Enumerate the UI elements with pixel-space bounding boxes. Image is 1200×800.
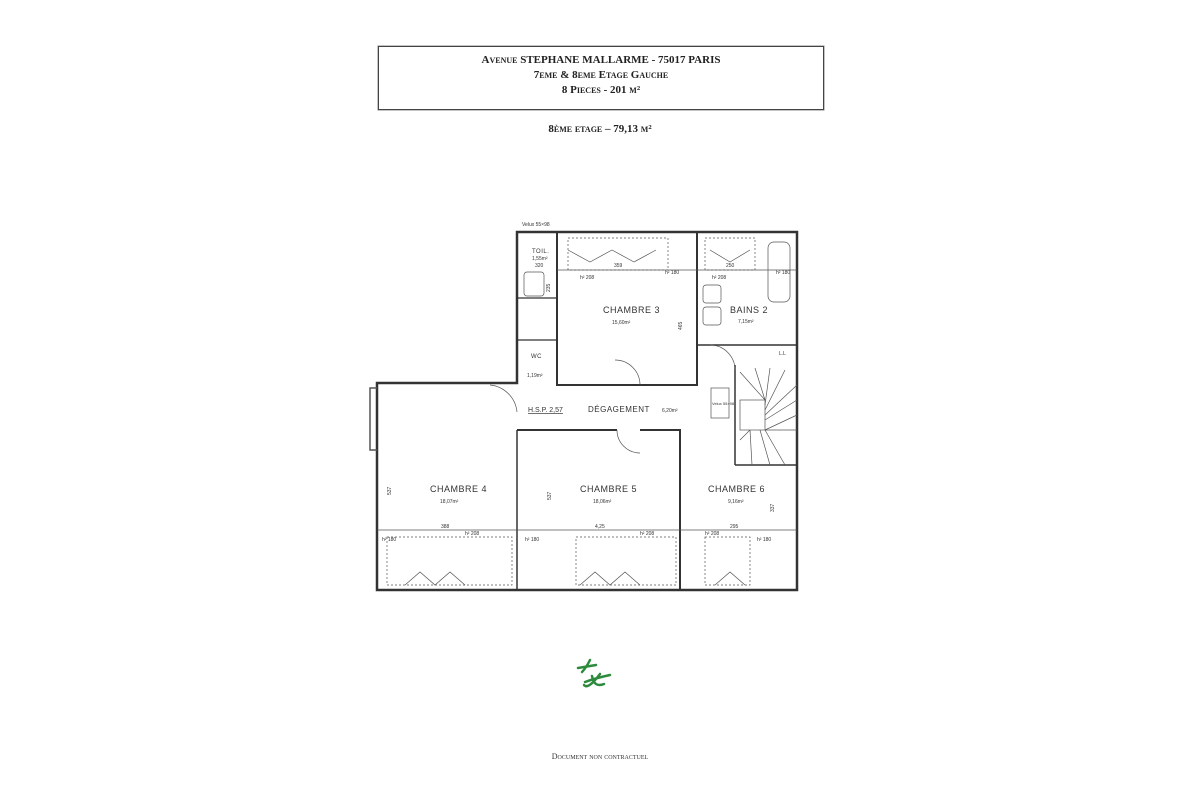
title-box: Avenue STEPHANE MALLARME - 75017 PARIS 7… (378, 46, 824, 110)
window-height-label: h² 208 (580, 275, 594, 281)
dimension-label: 4,25 (595, 524, 605, 530)
room-area: 15,60m² (612, 320, 631, 326)
dimension-label: 537 (547, 491, 553, 500)
dimension-label: 465 (678, 321, 684, 330)
window-height-label: h² 180 (665, 270, 679, 276)
window-height-label: h² 208 (712, 275, 726, 281)
floors-line: 7eme & 8eme Etage Gauche (533, 69, 669, 81)
dimension-label: 250 (726, 263, 735, 269)
walls (375, 230, 799, 592)
window-height-label: h² 180 (757, 537, 771, 543)
dimension-label: 359 (614, 263, 623, 269)
dimension-label: 337 (770, 503, 776, 512)
fixtures (369, 237, 798, 586)
window-height-label: h² 208 (705, 531, 719, 537)
room-area: 1,19m² (527, 373, 543, 379)
disclaimer: Document non contractuel (551, 752, 649, 761)
dimension-label: 235 (546, 283, 552, 292)
laundry-label: L.L (779, 351, 786, 357)
window-height-label: h² 180 (776, 270, 790, 276)
dimension-label: 388 (441, 524, 450, 530)
velux-label: Velux 55×98 (522, 222, 550, 228)
rooms-area-line: 8 Pieces - 201 m² (561, 84, 641, 96)
room-name: CHAMBRE 4 (430, 484, 487, 494)
room-name: WC (531, 354, 542, 360)
window-height-label: h² 208 (465, 531, 479, 537)
tc-logo (576, 658, 612, 688)
address-line: Avenue STEPHANE MALLARME - 75017 PARIS (481, 54, 721, 66)
room-area: 18,06m² (593, 499, 612, 505)
window-height-label: h² 180 (382, 537, 396, 543)
room-name: DÉGAGEMENT (588, 405, 650, 414)
room-area: 6,20m² (662, 408, 678, 414)
window-height-label: h² 208 (640, 531, 654, 537)
window-height-label: h² 180 (525, 537, 539, 543)
room-name: CHAMBRE 5 (580, 484, 637, 494)
room-name: CHAMBRE 3 (603, 305, 660, 315)
velux-stair-label: Velux 55×98 (712, 401, 735, 406)
ceiling-height: H.S.P. 2,57 (528, 407, 563, 414)
floor-label: 8ème etage – 79,13 m² (548, 123, 652, 135)
room-area: 9,16m² (728, 499, 744, 505)
room-area: 7,15m² (738, 319, 754, 325)
dimension-label: 537 (387, 486, 393, 495)
room-area: 18,07m² (440, 499, 459, 505)
dimensions: 320 359 250 388 4,25 295 465 537 537 337… (387, 263, 776, 530)
room-area: 1,55m² (532, 256, 548, 262)
dimension-label: 295 (730, 524, 739, 530)
window-heights: h² 208 h² 180 h² 208 h² 180 h² 208 h² 18… (382, 270, 790, 543)
room-name: CHAMBRE 6 (708, 484, 765, 494)
staircase (739, 367, 798, 466)
room-name: TOIL. (532, 249, 549, 255)
dimension-label: 320 (535, 263, 544, 269)
room-name: BAINS 2 (730, 305, 768, 315)
